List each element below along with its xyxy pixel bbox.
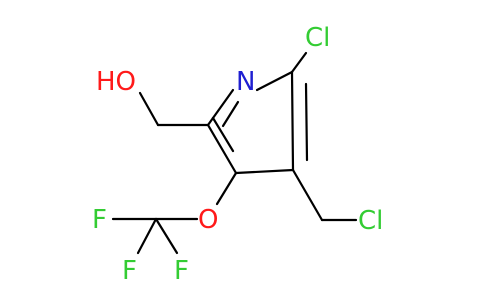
bond-c6-c5 bbox=[290, 70, 295, 172]
bond-cf3-f-right bbox=[154, 217, 179, 255]
bond-n-c6 bbox=[255, 70, 294, 92]
bond-c6-cl bbox=[290, 51, 308, 74]
bond-cf3-f-left bbox=[136, 217, 158, 255]
atom-n-label: N bbox=[236, 67, 255, 97]
bond-c2-n bbox=[206, 88, 235, 127]
bond-c6-c5-inner bbox=[304, 82, 309, 162]
bond-c5-c4 bbox=[234, 168, 295, 175]
bond-c4-o bbox=[215, 171, 238, 206]
bond-c5-ch2 bbox=[291, 168, 324, 222]
bond-c2-n-inner bbox=[221, 100, 240, 128]
bond-c4-c3 bbox=[206, 123, 238, 175]
atom-f-left-label: F bbox=[122, 256, 137, 286]
atom-o-label: O bbox=[198, 205, 218, 235]
bond-c4-c3-inner bbox=[211, 116, 235, 153]
atom-f-right-label: F bbox=[174, 256, 189, 286]
atom-f-top-label: F bbox=[92, 205, 107, 235]
bond-ch2-oh bbox=[138, 91, 160, 127]
atom-hydroxyl-label: HO bbox=[96, 67, 136, 97]
atom-cl-methyl-label: Cl bbox=[358, 206, 383, 236]
atom-cl-ring-label: Cl bbox=[305, 23, 330, 53]
